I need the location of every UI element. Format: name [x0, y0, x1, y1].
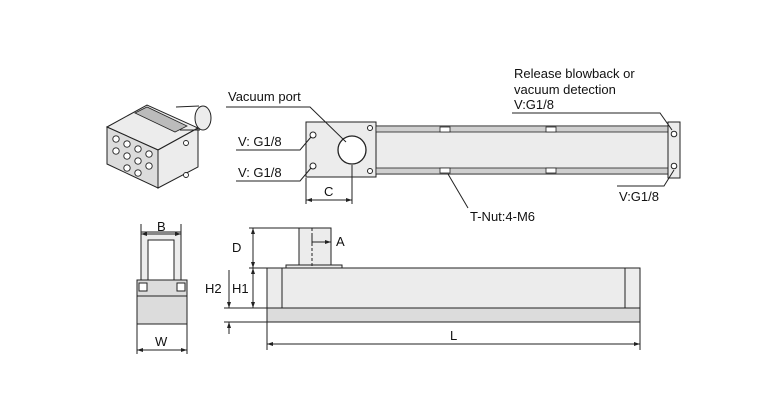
top-end-cap: [667, 121, 681, 179]
vacuum-port-circle: [337, 135, 367, 165]
dim-label-d: D: [232, 240, 241, 255]
side-main-body: [266, 267, 641, 309]
dim-label-h1: H1: [232, 281, 249, 296]
label-t-nut: T-Nut:4-M6: [470, 209, 535, 224]
dim-label-b: B: [157, 219, 166, 234]
iso-groove: [134, 106, 188, 133]
iso-port-cylinder: [194, 105, 212, 131]
label-vacuum-port: Vacuum port: [228, 89, 301, 104]
leader-release: [512, 112, 673, 131]
dimension-c: C: [305, 165, 353, 204]
label-release-line2: vacuum detection: [514, 82, 616, 97]
top-long-body: [375, 125, 669, 175]
end-view: B W: [136, 219, 188, 354]
label-v-g1-bottom: V: G1/8: [238, 165, 282, 180]
dim-label-a: A: [336, 234, 345, 249]
port-hole-upper: [309, 131, 317, 139]
label-release-port: V:G1/8: [514, 97, 554, 112]
label-release-line1: Release blowback or: [514, 66, 635, 81]
isometric-view: [105, 104, 212, 189]
dim-label-c: C: [324, 184, 333, 199]
label-v-g1-top: V: G1/8: [238, 134, 282, 149]
leader-t-nut: [447, 173, 469, 209]
side-view: A D H1 H2 L: [205, 227, 641, 350]
top-view: [305, 121, 681, 179]
dim-label-w: W: [155, 334, 168, 349]
dim-label-h2: H2: [205, 281, 222, 296]
leader-vacuum-port: [226, 106, 347, 143]
dim-label-l: L: [450, 328, 457, 343]
port-hole-lower: [309, 162, 317, 170]
side-port-block: [298, 227, 332, 267]
side-base: [266, 307, 641, 323]
label-v-g1-right: V:G1/8: [619, 189, 659, 204]
iso-holes: [112, 135, 189, 178]
